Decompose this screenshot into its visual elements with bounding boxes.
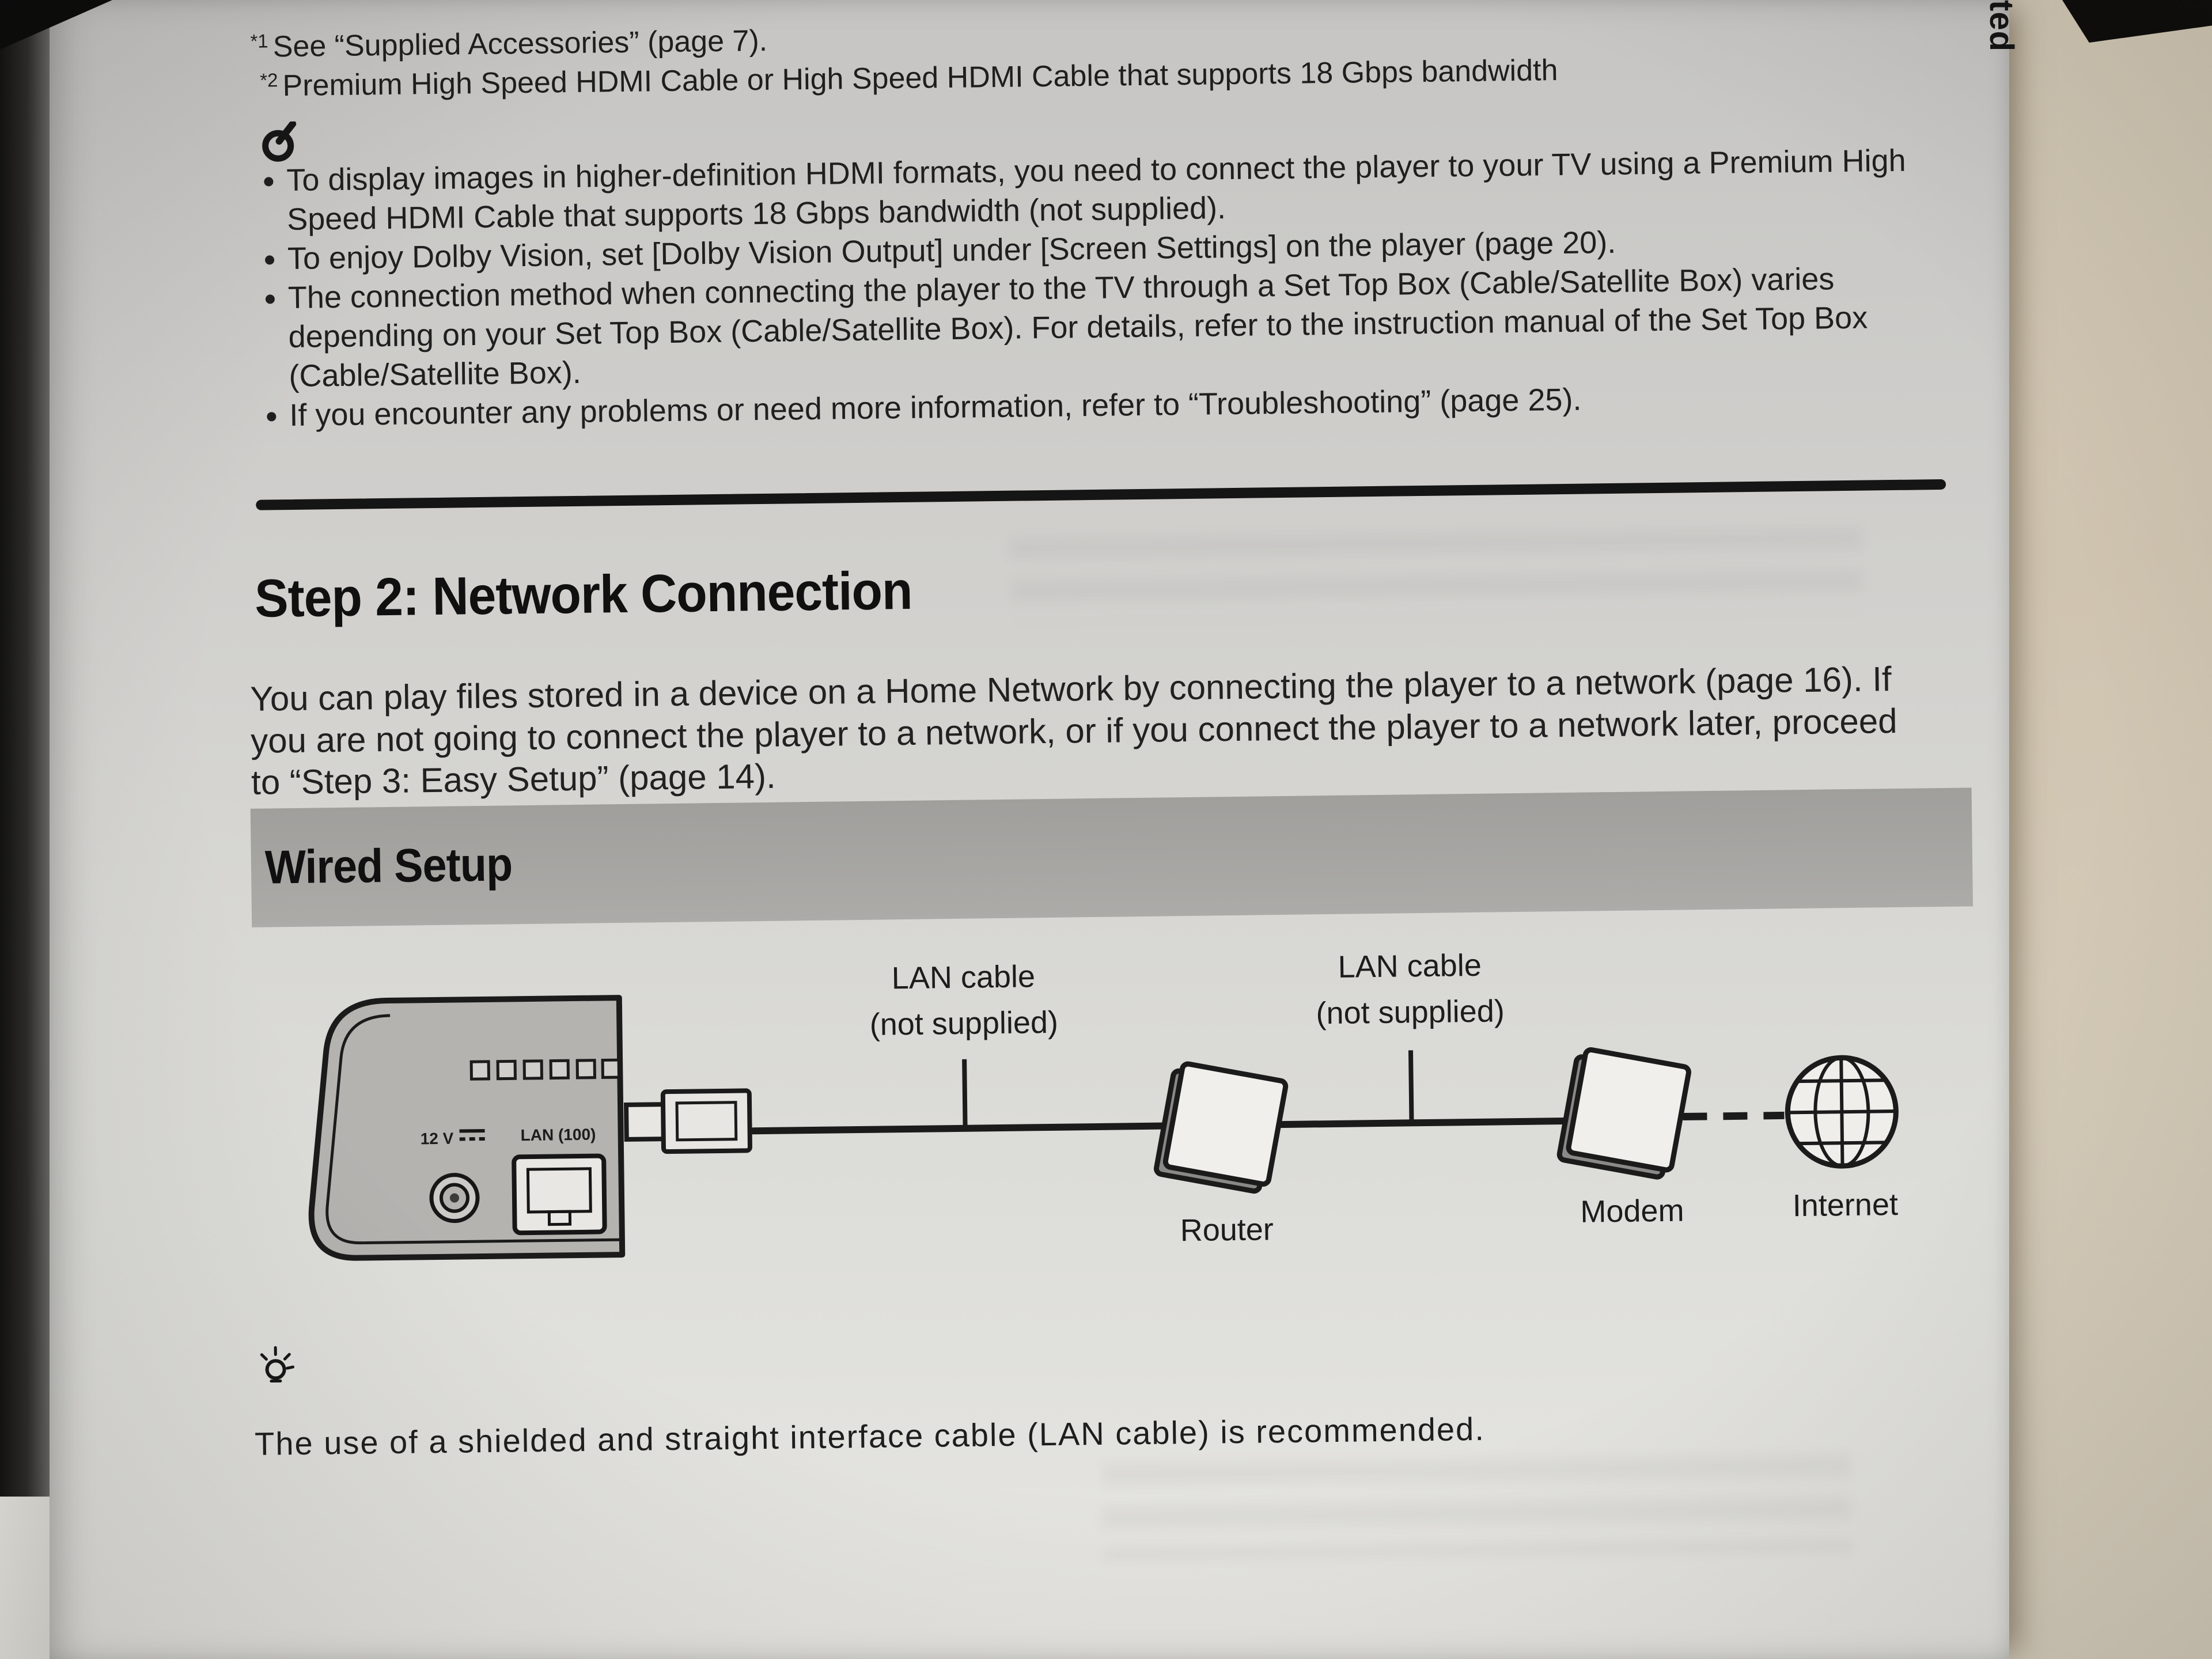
wired-setup-banner: Wired Setup <box>250 787 1974 927</box>
page-stack-edge-bottom <box>0 1497 50 1659</box>
footnote-1-marker: *1 <box>250 30 268 52</box>
router-shape <box>1154 1061 1289 1194</box>
note-item: The connection method when connecting th… <box>287 258 1937 396</box>
dc-power-jack <box>429 1173 480 1224</box>
cable2-pointer-line <box>1408 1050 1414 1123</box>
footnote-1-text: See “Supplied Accessories” (page 7). <box>272 24 768 64</box>
lan-port-label: LAN (100) <box>520 1126 596 1145</box>
modem-shape <box>1556 1047 1691 1180</box>
hint-text: The use of a shielded and straight inter… <box>254 1410 1486 1462</box>
cable1-label-line1: LAN cable <box>891 959 1035 995</box>
internet-globe-icon <box>1785 1055 1899 1169</box>
power-port-label: 12 V <box>421 1130 454 1148</box>
notes-list: To display images in higher-definition H… <box>252 141 1938 435</box>
network-connection-diagram: 12 V LAN (100) <box>308 948 1899 1261</box>
section-intro: You can play files stored in a device on… <box>249 660 1897 802</box>
showthrough-smudge <box>1010 526 1863 623</box>
cable1-label-line2: (not supplied) <box>869 1005 1058 1042</box>
footnote-2-marker: *2 <box>260 69 278 91</box>
cable2-label-line1: LAN cable <box>1338 948 1482 984</box>
player-back-panel: 12 V LAN (100) <box>308 995 626 1261</box>
lightbulb-hint-icon <box>260 1346 295 1383</box>
showthrough-smudge <box>1101 1454 1852 1561</box>
internet-dashed-line <box>1683 1111 1785 1121</box>
page-stack-edge <box>0 0 50 1659</box>
router-label: Router <box>1180 1212 1274 1248</box>
wired-setup-title: Wired Setup <box>264 838 513 894</box>
dc-power-icon <box>459 1128 485 1141</box>
modem-label: Modem <box>1580 1194 1684 1229</box>
lan-cable-line-2 <box>1276 1117 1582 1128</box>
section-divider-rule <box>256 479 1946 510</box>
internet-label: Internet <box>1792 1187 1898 1223</box>
lan-port <box>512 1153 607 1236</box>
cable1-pointer-line <box>962 1059 968 1128</box>
cable2-label-line2: (not supplied) <box>1316 994 1505 1031</box>
lan-plug-icon <box>623 1088 752 1154</box>
section-title: Step 2: Network Connection <box>254 560 913 629</box>
note-mark-icon <box>262 121 297 162</box>
